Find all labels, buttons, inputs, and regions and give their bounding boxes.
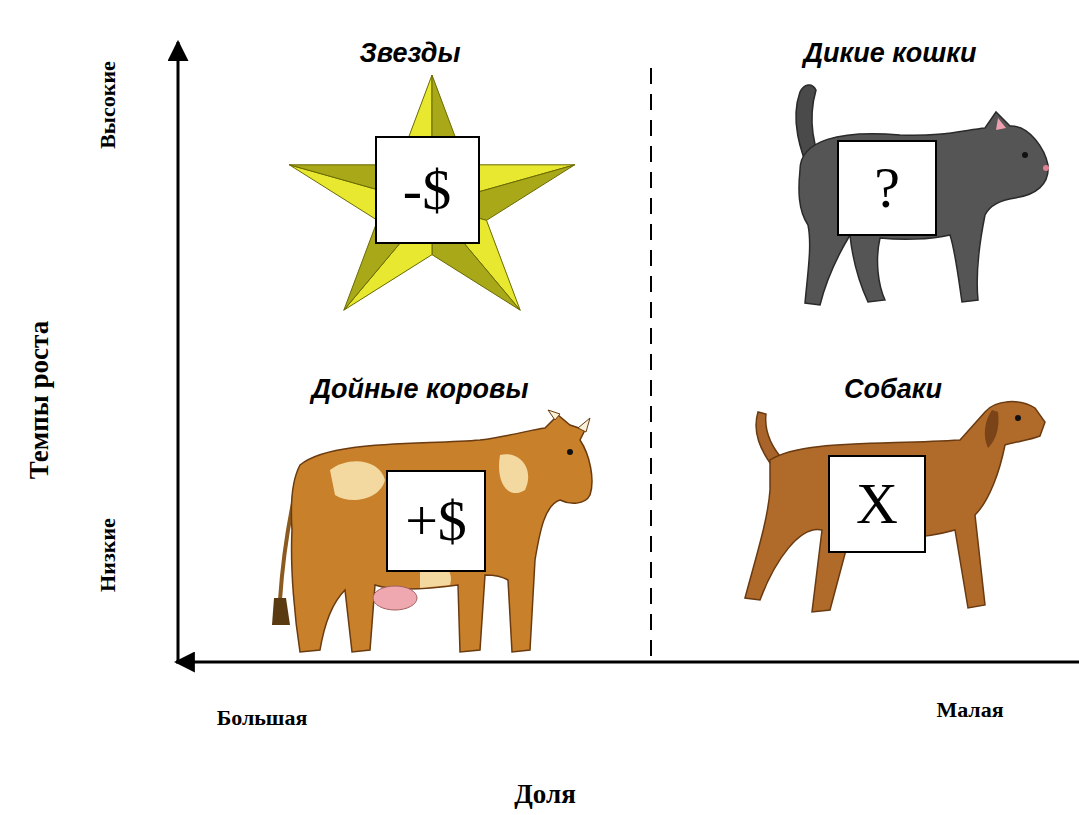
- axis-level: Низкие: [96, 518, 120, 592]
- symbol-box: -$: [375, 136, 480, 244]
- divider-line: [650, 68, 652, 660]
- dog-picture: [745, 402, 1045, 612]
- x-axis: [176, 661, 1079, 664]
- symbol-box: ?: [837, 140, 937, 236]
- y-axis: [177, 42, 180, 662]
- quadrant-heading: Звезды: [359, 39, 460, 69]
- box-symbol: -$: [403, 161, 451, 219]
- box-symbol: +$: [405, 492, 467, 550]
- symbol-box: +$: [386, 470, 486, 572]
- axis-title: Темпы роста: [25, 321, 55, 479]
- axis-level: Высокие: [96, 61, 120, 149]
- cow-picture: [272, 410, 592, 652]
- axis-level: Малая: [936, 698, 1003, 722]
- cat-picture: [796, 85, 1049, 305]
- box-symbol: ?: [874, 159, 900, 217]
- box-symbol: X: [856, 475, 898, 533]
- quadrant-heading: Дикие кошки: [803, 39, 976, 69]
- quadrant-heading: Дойные коровы: [312, 375, 529, 405]
- axis-title: Доля: [514, 780, 575, 810]
- quadrant-heading: Собаки: [844, 375, 942, 405]
- symbol-box: X: [828, 455, 926, 553]
- star-picture: [289, 75, 574, 310]
- axis-level: Большая: [217, 706, 308, 730]
